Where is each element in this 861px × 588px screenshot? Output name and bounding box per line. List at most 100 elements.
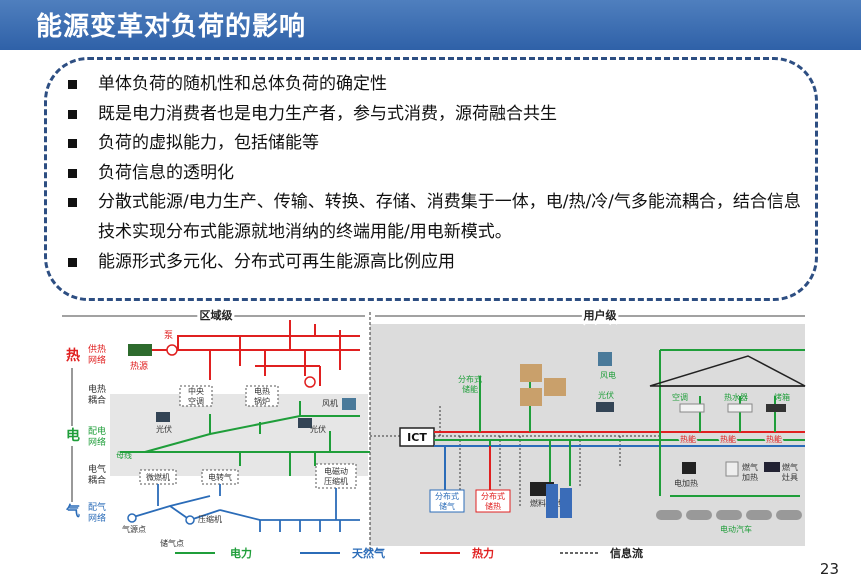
page-number: 23 <box>819 560 839 578</box>
bus-label: 母线 <box>116 450 132 460</box>
house-icon-2 <box>544 378 566 396</box>
legend-info: 信息流 <box>610 546 643 560</box>
bullet-square-icon <box>68 139 77 149</box>
heat-network <box>145 320 360 386</box>
dist-gas-storage-box <box>429 489 465 513</box>
title-bar: 能源变革对负荷的影响 <box>0 0 861 50</box>
heat-load-label-3: 热能 <box>766 434 782 444</box>
level-heat: 热 <box>66 347 80 364</box>
wind-power-icon <box>598 352 612 366</box>
heat-load-label-1: 热能 <box>680 434 696 444</box>
level-elec-gas: 电气耦合 <box>88 463 106 486</box>
legend-gas: 天然气 <box>352 546 385 560</box>
bullet-item: 负荷的虚拟能力，包括储能等 <box>66 129 806 159</box>
ev-label: 电动汽车 <box>720 524 752 534</box>
gas-heating-icon <box>725 461 739 477</box>
compressor-motor-box <box>315 463 357 489</box>
ev-icon <box>716 510 742 520</box>
zone-label-user: 用户级 <box>584 308 618 322</box>
heat-source-label: 热源 <box>130 360 148 372</box>
level-gas-net: 配气网络 <box>88 501 106 524</box>
ev-icon <box>656 510 682 520</box>
building-icon <box>546 484 558 518</box>
elec-heating-label: 电加热 <box>674 478 698 488</box>
page-title: 能源变革对负荷的影响 <box>36 12 307 42</box>
heat-source-icon <box>128 344 152 356</box>
gas-heating-label: 燃气加热 <box>742 462 758 482</box>
level-elec-net: 配电网络 <box>88 425 106 448</box>
building-icon-2 <box>560 488 572 518</box>
bullet-list: 单体负荷的随机性和总体负荷的确定性 既是电力消费者也是电力生产者，参与式消费，源… <box>66 70 806 277</box>
elec-heating-icon <box>682 462 696 474</box>
bullet-text: 既是电力消费者也是电力生产者，参与式消费，源荷融合共生 <box>98 103 557 124</box>
wind-power-label: 风电 <box>600 370 616 380</box>
air-cond-icon <box>679 403 705 413</box>
gas-storage-icon <box>185 515 195 525</box>
pv1-label: 光伏 <box>156 424 172 434</box>
central-ac-label: 中央空调 <box>188 386 204 406</box>
pump-icon <box>166 344 178 356</box>
pv2-label: 光伏 <box>310 424 326 434</box>
info-network <box>370 406 660 506</box>
level-gas: 气 <box>65 503 80 520</box>
energy-system-diagram: 区域级 用户级 热 供热网络 电热耦合 电 配电网络 电气耦合 气 配气网络 热… <box>62 306 806 560</box>
gas-source-label: 气源点 <box>122 524 146 534</box>
bullet-square-icon <box>68 80 77 89</box>
elec-boiler-label: 电热锅炉 <box>254 386 270 406</box>
level-heat-net: 供热网络 <box>88 343 106 366</box>
bullet-text: 单体负荷的随机性和总体负荷的确定性 <box>98 74 387 94</box>
water-heater-label: 热水器 <box>724 392 748 402</box>
bullet-square-icon <box>68 109 77 119</box>
legend: 电力 天然气 热力 信息流 <box>175 546 643 560</box>
ict-box <box>399 427 435 447</box>
bullet-item: 能源形式多元化、分布式可再生能源高比例应用 <box>66 248 806 278</box>
gas-stove-label: 燃气灶具 <box>782 462 798 482</box>
house-icon <box>520 364 542 382</box>
central-ac-box <box>179 385 213 407</box>
bullet-square-icon <box>68 257 77 267</box>
bullet-square-icon <box>68 198 77 208</box>
bullet-text: 分散式能源/电力生产、传输、转换、存储、消费集于一体，电/热/冷/气多能流耦合，… <box>98 192 801 242</box>
dist-heat-storage-box <box>475 489 511 513</box>
p2g-label: 电转气 <box>208 472 232 482</box>
bullet-square-icon <box>68 168 77 178</box>
legend-heat: 热力 <box>472 546 494 560</box>
bullet-item: 单体负荷的随机性和总体负荷的确定性 <box>66 70 806 100</box>
house-icon-3 <box>520 388 542 406</box>
legend-power: 电力 <box>230 546 252 560</box>
power-network <box>120 401 370 476</box>
ev-icon <box>776 510 802 520</box>
ev-icon <box>746 510 772 520</box>
water-heater-icon <box>727 403 753 413</box>
pump-icon-2 <box>304 376 316 388</box>
compressor-label: 压缩机 <box>198 514 222 524</box>
gas-network <box>129 484 360 532</box>
pv-panel-icon-2 <box>298 418 312 428</box>
gas-storage-label: 储气点 <box>160 538 184 548</box>
zone-label-region: 区域级 <box>200 308 234 322</box>
bullet-text: 负荷信息的透明化 <box>98 162 234 183</box>
wind-label: 风机 <box>322 398 338 408</box>
wind-turbine-icon <box>342 398 356 410</box>
pv-panel-icon <box>156 412 170 422</box>
compressor-motor-label: 电磁动压缩机 <box>324 466 348 486</box>
elec-boiler-box <box>245 385 279 407</box>
dist-heat-storage-label: 分布式储热 <box>481 491 505 511</box>
pv-user-icon <box>596 402 614 412</box>
level-elec: 电 <box>66 427 80 444</box>
pv-user-label: 光伏 <box>598 390 614 400</box>
ict-label: ICT <box>407 431 427 444</box>
oven-label: 烤箱 <box>774 392 790 402</box>
gas-source-icon <box>127 513 137 523</box>
dist-gas-storage-label: 分布式储气 <box>435 491 459 511</box>
pump-label: 泵 <box>164 330 173 341</box>
bullet-item: 分散式能源/电力生产、传输、转换、存储、消费集于一体，电/热/冷/气多能流耦合，… <box>66 188 806 247</box>
bullet-text: 能源形式多元化、分布式可再生能源高比例应用 <box>98 251 455 272</box>
user-flows <box>434 349 805 497</box>
heat-load-label-2: 热能 <box>720 434 736 444</box>
ev-icon <box>686 510 712 520</box>
gas-stove-icon <box>764 462 780 472</box>
bullet-item: 负荷信息的透明化 <box>66 159 806 189</box>
dist-storage-label: 分布式储能 <box>458 374 482 394</box>
ev-row <box>656 510 802 520</box>
